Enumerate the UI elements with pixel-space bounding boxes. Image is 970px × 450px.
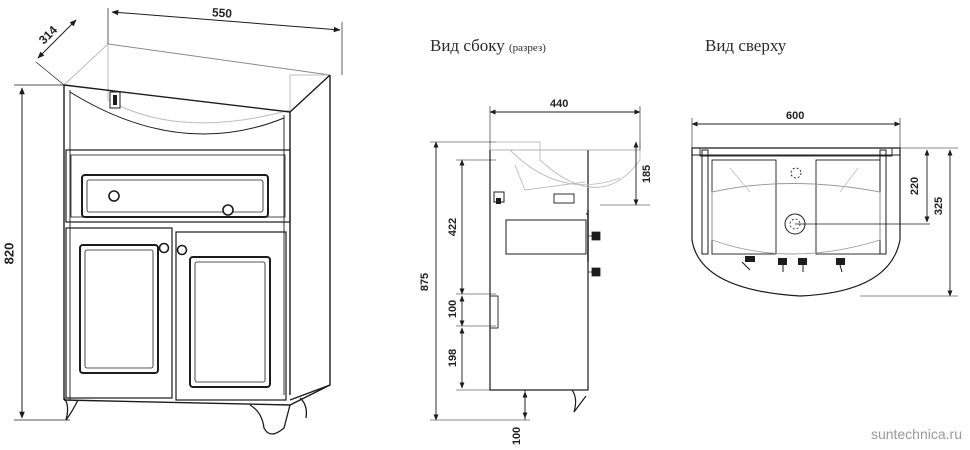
- front-dimensions: [14, 8, 343, 421]
- watermark: suntechnica.ru: [870, 426, 962, 442]
- dim-top-outer-depth: 325: [933, 196, 946, 216]
- dim-side-bottom: 100: [511, 426, 524, 446]
- side-view: [489, 141, 641, 420]
- dim-side-bowl: 185: [641, 164, 654, 184]
- top-view: [691, 147, 930, 297]
- top-view-title: Вид сверху: [705, 36, 787, 55]
- side-view-title: Вид сбоку (разрез): [430, 36, 546, 56]
- dim-side-upper: 422: [447, 217, 460, 237]
- dim-front-width: 550: [211, 5, 233, 21]
- dim-side-middle: 100: [447, 299, 460, 319]
- dim-side-lower: 198: [447, 348, 460, 368]
- side-view-title-text: Вид сбоку: [430, 36, 505, 55]
- side-view-note: (разрез): [509, 42, 546, 54]
- dim-top-width: 600: [786, 110, 805, 122]
- dim-side-total: 875: [419, 272, 432, 292]
- side-dimensions: [430, 106, 650, 421]
- dim-front-height: 820: [1, 242, 17, 265]
- front-view: [63, 42, 331, 435]
- top-dimensions: [691, 118, 958, 297]
- dim-top-inner-depth: 220: [909, 176, 922, 196]
- dim-side-width: 440: [550, 98, 569, 110]
